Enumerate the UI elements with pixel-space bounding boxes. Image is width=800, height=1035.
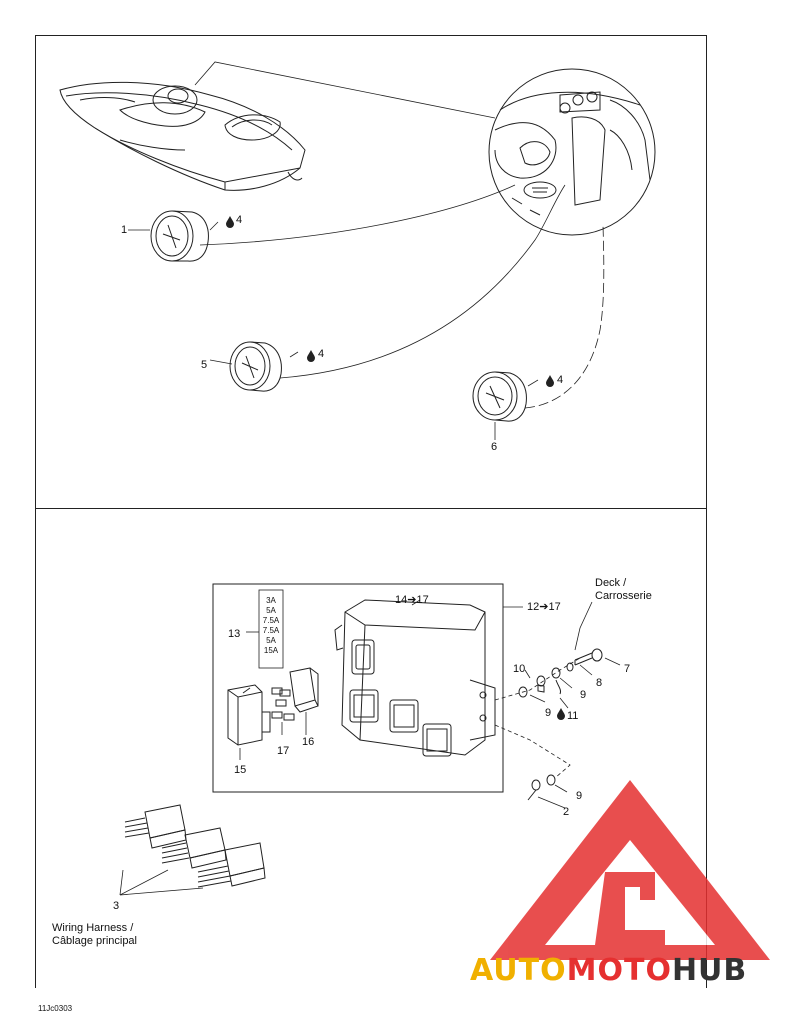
label-part-10: 10 (513, 663, 526, 675)
label-part-9-lower: 9 (576, 790, 583, 802)
reference-code: 11Jc0303 (38, 1004, 73, 1013)
label-part-6: 6 (491, 441, 498, 453)
fuse-rating: 3A (266, 596, 276, 605)
logo-part-auto: AUTO (470, 953, 567, 988)
relay-15 (227, 684, 271, 746)
label-part-9-left: 9 (545, 707, 552, 719)
hardware-top (518, 648, 603, 698)
label-deck: Deck / Carrosserie (595, 577, 652, 603)
label-part-13: 13 (228, 628, 241, 640)
label-part-1: 1 (121, 224, 128, 236)
fuses-17 (271, 687, 295, 721)
label-part-17: 17 (277, 745, 290, 757)
label-part-14: 14➔17 (395, 594, 429, 606)
fuse-16 (289, 667, 319, 713)
fuse-module (334, 599, 496, 757)
fuse-rating: 5A (266, 636, 276, 645)
connectors-3 (124, 804, 266, 888)
fuse-rating: 7.5A (262, 626, 280, 635)
watermark-logo: AUTOMOTOHUB (470, 953, 747, 988)
label-part-15: 15 (234, 764, 247, 776)
watermark-triangle (490, 780, 770, 960)
gauge-5 (229, 341, 282, 392)
gauge-6 (472, 371, 527, 422)
hardware-bottom (527, 774, 556, 801)
dashboard-detail (488, 68, 656, 236)
fuse-rating: 7.5A (262, 616, 280, 625)
deck-label-line-2: Carrosserie (595, 590, 652, 602)
label-part-16: 16 (302, 736, 315, 748)
label-part-5: 5 (201, 359, 208, 371)
label-wiring-harness: Wiring Harness / Câblage principal (52, 922, 137, 948)
lower-panel (35, 508, 707, 988)
label-part-4-mid: 4 (318, 348, 325, 360)
gauge-1 (150, 210, 209, 262)
boat-illustration (59, 81, 306, 191)
deck-label-line-1: Deck / (595, 577, 627, 589)
label-part-4-top: 4 (236, 214, 243, 226)
label-part-11: 11 (567, 710, 579, 722)
logo-part-moto: MOTO (566, 953, 672, 988)
fuse-ratings: 3A 5A 7.5A 7.5A 5A 15A (260, 596, 282, 656)
harness-label-line-2: Câblage principal (52, 935, 137, 947)
logo-part-hub: HUB (671, 953, 748, 988)
label-part-8: 8 (596, 677, 603, 689)
label-part-12: 12➔17 (527, 601, 561, 613)
label-part-3: 3 (113, 900, 120, 912)
harness-label-line-1: Wiring Harness / (52, 922, 134, 934)
fuse-rating: 15A (263, 646, 279, 655)
label-part-7: 7 (624, 663, 631, 675)
label-part-4-right: 4 (557, 374, 564, 386)
label-part-2: 2 (563, 806, 570, 818)
fuse-rating: 5A (266, 606, 276, 615)
label-part-9-upper: 9 (580, 689, 587, 701)
